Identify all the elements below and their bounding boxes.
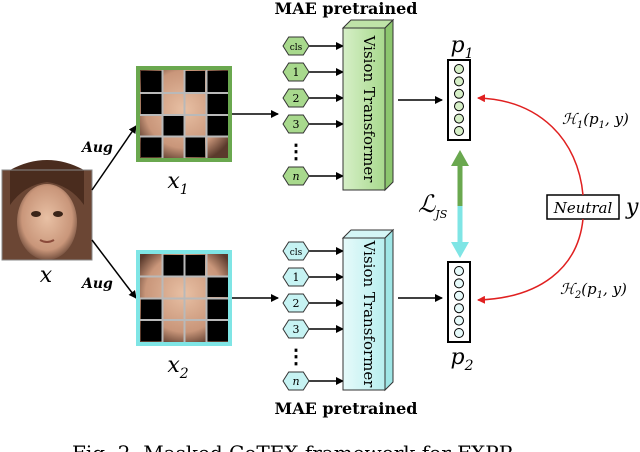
title-top: MAE pretrained — [275, 0, 418, 18]
token-hexagon — [282, 319, 310, 339]
vit-2-label: Vision Transformer — [360, 240, 378, 389]
token-label: cls — [290, 43, 303, 53]
masked-view-2 — [136, 250, 232, 346]
view-2-label: x2 — [167, 353, 188, 382]
token-label: cls — [290, 248, 303, 258]
token-list-2: cls 1 2 3 n ⋮ — [282, 241, 344, 391]
output-1-label: p1 — [450, 33, 473, 62]
output-node — [454, 303, 464, 314]
token-label: 3 — [293, 323, 300, 336]
output-node — [454, 76, 464, 87]
token-label: 1 — [293, 66, 300, 79]
vision-transformer-1: Vision Transformer — [341, 18, 395, 192]
neutral-box — [546, 194, 620, 220]
aug-arrow-top — [91, 125, 137, 191]
input-label: x — [40, 263, 53, 288]
output-vector-1 — [447, 59, 471, 141]
js-loss-label: ℒJS — [418, 190, 448, 221]
view-1-label: x1 — [167, 169, 188, 198]
output-node — [454, 278, 464, 289]
loss-1-label: ℋ1(p1, y) — [562, 110, 629, 131]
token-hexagon — [282, 166, 310, 186]
output-node — [454, 315, 464, 326]
loss-2-label: ℋ2(p1, y) — [560, 280, 627, 301]
token-label: 2 — [293, 297, 300, 310]
token-hexagon — [282, 62, 310, 82]
token-hexagon — [282, 114, 310, 134]
token-ellipsis: ⋮ — [286, 344, 306, 368]
token-hexagon — [282, 88, 310, 108]
target-label: y — [625, 195, 639, 220]
token-hexagon — [282, 267, 310, 287]
output-node — [454, 290, 464, 301]
figure-caption: Fig. 2. Masked CoTEX framework for FXPR — [72, 441, 515, 452]
token-hexagon — [282, 371, 310, 391]
aug-label-top: Aug — [80, 140, 113, 156]
output-node — [454, 266, 464, 276]
token-label: n — [292, 375, 299, 388]
vision-transformer-2: Vision Transformer — [341, 228, 395, 392]
output-node — [454, 126, 464, 136]
input-image — [1, 160, 93, 261]
output-node — [454, 101, 464, 112]
supervision-arrow-1 — [477, 94, 584, 196]
supervision-arrow-2 — [477, 218, 584, 304]
token-hexagon — [282, 36, 310, 56]
token-label: n — [292, 170, 299, 183]
js-divergence-arrow — [451, 150, 469, 258]
token-hexagon — [282, 241, 310, 261]
token-hexagon — [282, 293, 310, 313]
token-ellipsis: ⋮ — [286, 139, 306, 163]
aug-arrow-bottom — [91, 239, 137, 299]
token-list-1: cls 1 2 3 n ⋮ — [282, 36, 344, 186]
neutral-label: Neutral — [553, 199, 613, 217]
title-bottom: MAE pretrained — [275, 399, 418, 418]
aug-label-bottom: Aug — [80, 276, 113, 292]
output-node — [454, 328, 464, 338]
token-label: 1 — [293, 271, 300, 284]
output-node — [454, 64, 464, 74]
vit-1-label: Vision Transformer — [360, 35, 378, 184]
token-label: 3 — [293, 118, 300, 131]
masked-view-1 — [136, 66, 232, 162]
output-node — [454, 113, 464, 124]
output-2-label: p2 — [450, 345, 473, 374]
output-node — [454, 88, 464, 99]
token-label: 2 — [293, 92, 300, 105]
output-vector-2 — [447, 261, 471, 343]
